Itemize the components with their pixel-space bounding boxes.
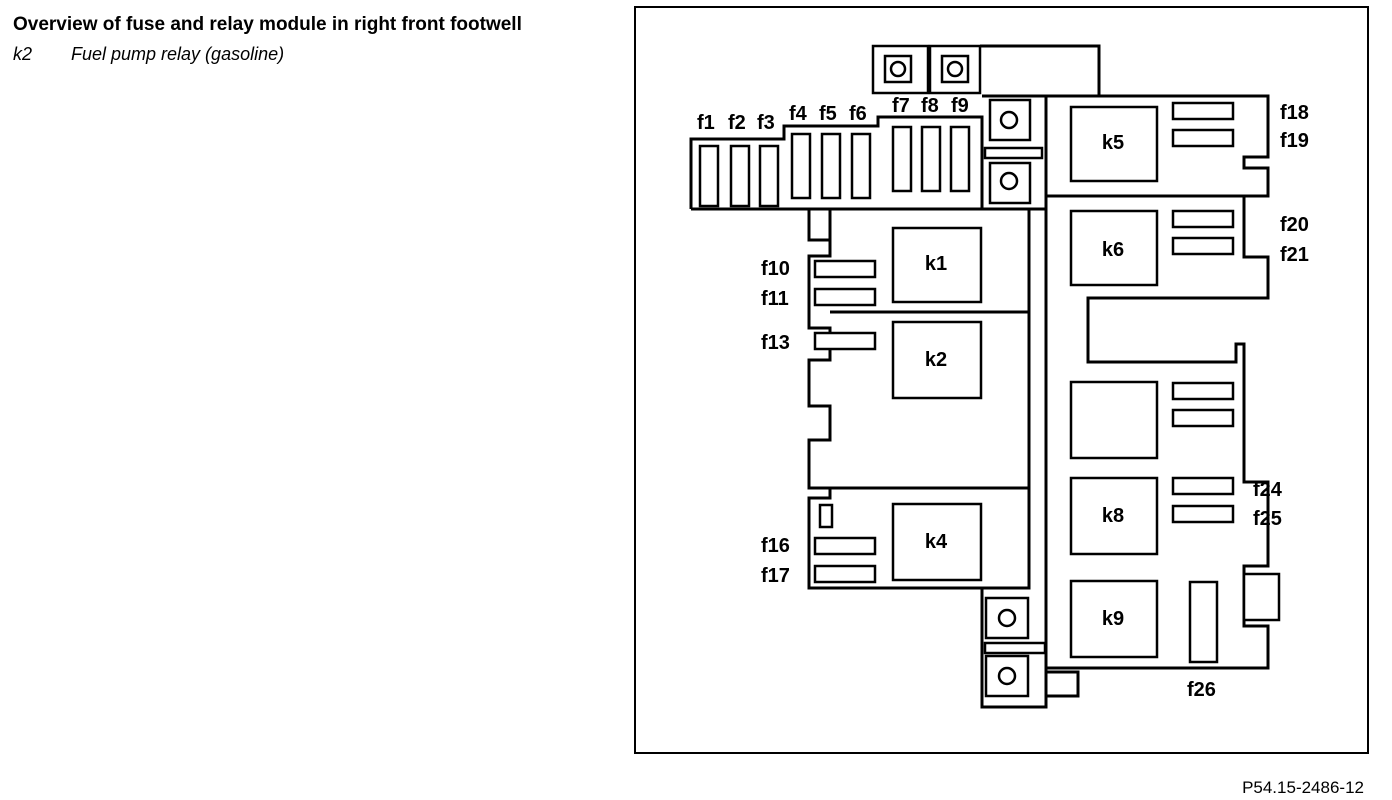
relay-label-k9: k9: [1102, 608, 1124, 630]
fuse-label-f20: f20: [1280, 214, 1309, 236]
fuse-label-f2: f2: [728, 112, 746, 134]
fuse-label-f18: f18: [1280, 102, 1309, 124]
fuse-block-top: [689, 115, 984, 211]
relay-label-k2: k2: [925, 349, 947, 371]
fuse-label-f3: f3: [757, 112, 775, 134]
relay-label-k4: k4: [925, 531, 948, 553]
fuse-label-f24: f24: [1253, 479, 1283, 501]
page-title: Overview of fuse and relay module in rig…: [13, 14, 522, 35]
fuse-label-f4: f4: [789, 103, 808, 125]
bolt-terminals-upper: [982, 94, 1048, 211]
fuse-label-f6: f6: [849, 103, 867, 125]
diagram-frame: [634, 6, 1369, 754]
fuse-label-f16: f16: [761, 535, 790, 557]
right-housing: [1044, 94, 1281, 670]
fuse-label-f10: f10: [761, 258, 790, 280]
fuse-label-f5: f5: [819, 103, 837, 125]
fuse-label-f17: f17: [761, 565, 790, 587]
legend-entry: k2 Fuel pump relay (gasoline): [13, 44, 284, 65]
legend-code: k2: [13, 44, 33, 64]
fuse-label-f1: f1: [697, 112, 715, 134]
fuse-label-f25: f25: [1253, 508, 1282, 530]
relay-labels: k1 k2 k4 k5 k6 k8 k9: [925, 132, 1124, 630]
relay-label-k8: k8: [1102, 505, 1124, 527]
fuse-label-f7: f7: [892, 95, 910, 117]
center-housing: [807, 207, 1031, 590]
fuse-labels: f1 f2 f3 f4 f5 f6 f7 f8 f9 f10 f11 f13 f…: [697, 95, 1309, 701]
fuse-label-f26: f26: [1187, 679, 1216, 701]
fuse-label-f21: f21: [1280, 244, 1309, 266]
fuse-label-f13: f13: [761, 332, 790, 354]
figure-reference: P54.15-2486-12: [1242, 778, 1364, 797]
relay-label-k6: k6: [1102, 239, 1124, 261]
legend-text: Fuel pump relay (gasoline): [71, 44, 285, 64]
fuse-label-f11: f11: [761, 288, 789, 310]
fuse-label-f19: f19: [1280, 130, 1309, 152]
relay-label-k5: k5: [1102, 132, 1124, 154]
top-connector: [871, 44, 1101, 96]
fuse-label-f8: f8: [921, 95, 939, 117]
fuse-label-f9: f9: [951, 95, 969, 117]
relay-label-k1: k1: [925, 253, 947, 275]
bolt-terminals-lower: [980, 588, 1080, 709]
